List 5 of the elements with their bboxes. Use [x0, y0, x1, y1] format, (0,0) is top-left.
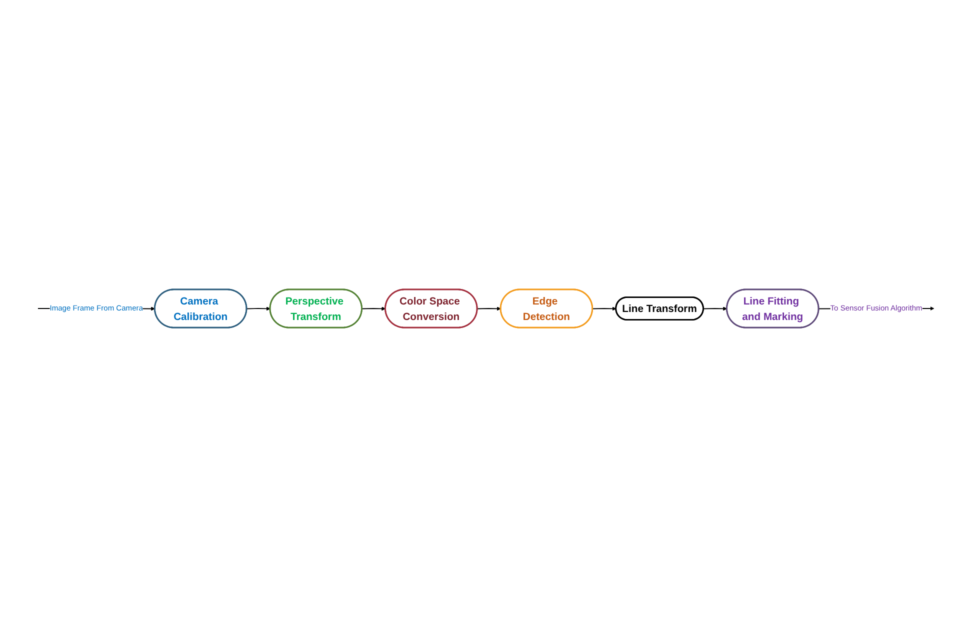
arrow — [592, 306, 616, 311]
arrow — [362, 306, 386, 311]
arrow — [703, 306, 728, 311]
arrow — [246, 306, 270, 311]
arrow — [476, 306, 501, 311]
